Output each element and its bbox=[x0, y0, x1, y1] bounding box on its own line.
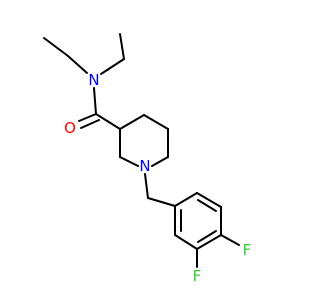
bond-c3-c4 bbox=[119, 114, 145, 130]
molecule-structure: N O N F F bbox=[43, 33, 252, 285]
bond-ar2-ar3-inner bbox=[197, 199, 217, 212]
bond-ethyl2-ch2 bbox=[100, 58, 125, 75]
amide-nitrogen-label: N bbox=[88, 71, 99, 89]
structure-canvas: N O N F F bbox=[43, 33, 252, 285]
bond-ar2-ar3 bbox=[196, 192, 222, 208]
bond-c4-c5 bbox=[143, 114, 169, 130]
bond-ar4-f bbox=[220, 234, 240, 246]
bond-ar1-ar2 bbox=[174, 192, 198, 207]
bond-ch2-ar bbox=[147, 197, 176, 207]
bond-n1-c2 bbox=[119, 156, 139, 167]
bond-ar5-ar6 bbox=[174, 234, 198, 250]
fluorine-meta-label: F bbox=[193, 267, 202, 285]
bond-carbonyl-double-a bbox=[78, 113, 97, 122]
bond-ethyl1-ch2 bbox=[67, 55, 88, 74]
bond-ethyl2-ch3 bbox=[119, 33, 125, 60]
bond-ethyl1-ch3 bbox=[43, 37, 69, 57]
fluorine-para-label: F bbox=[243, 241, 252, 259]
bond-ar4-ar5-inner bbox=[197, 230, 217, 243]
bond-carbonyl-double-b bbox=[80, 119, 100, 129]
bond-n1-ch2 bbox=[144, 173, 149, 199]
ring-nitrogen-label: N bbox=[139, 157, 150, 175]
carbonyl-oxygen-label: O bbox=[64, 119, 76, 137]
bond-namide-carbonyl bbox=[93, 87, 97, 115]
bond-carbonyl-c3 bbox=[95, 113, 121, 130]
bond-c6-n1 bbox=[151, 156, 169, 167]
bond-ar4-ar5 bbox=[196, 234, 222, 250]
